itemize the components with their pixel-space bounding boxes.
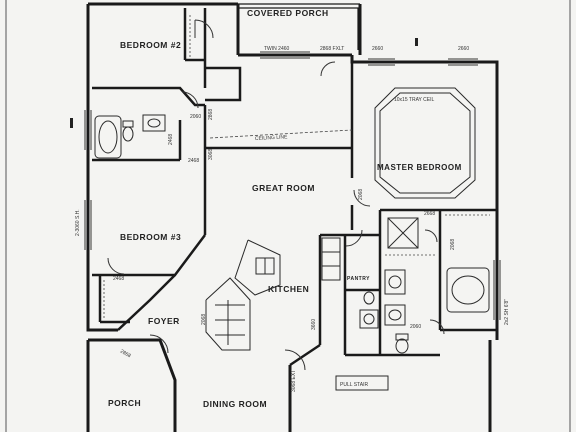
- dimension-notes: TWIN 2460 2868 FXLT 2660 2660 2060 2868 …: [75, 46, 510, 392]
- ceiling-line: [209, 129, 353, 139]
- dimension-note: 2068: [450, 239, 456, 250]
- master-bedroom-label: MASTER BEDROOM: [377, 163, 462, 172]
- dining-room-label: DINING ROOM: [203, 399, 267, 409]
- great-room-label: GREAT ROOM: [252, 183, 315, 193]
- windows: [84, 51, 501, 320]
- dimension-note: 2468: [168, 134, 174, 145]
- dimension-note: 2-3060 S.H.: [75, 209, 81, 236]
- covered-porch-outline: [238, 3, 360, 50]
- covered-porch-label: COVERED PORCH: [247, 8, 329, 18]
- pantry-label: PANTRY: [347, 276, 370, 282]
- sinks: [142, 114, 406, 329]
- porch-label: PORCH: [108, 398, 141, 408]
- toilet-hall: [122, 120, 134, 142]
- toilet-half: [363, 291, 375, 305]
- attic-pull-stair: [335, 375, 389, 391]
- dimension-note: 2668: [424, 211, 435, 217]
- bathtub-hall: [94, 115, 122, 159]
- dimension-note: 3660: [311, 319, 317, 330]
- kitchen-label: KITCHEN: [268, 284, 309, 294]
- dimension-note: 2068: [201, 314, 207, 325]
- dimension-note: 2068: [358, 189, 364, 200]
- dimension-note: 2060: [410, 324, 421, 330]
- dimension-note: 2868: [119, 349, 132, 360]
- dimension-note: 2660: [372, 46, 383, 52]
- dimension-note: TWIN 2460: [264, 46, 290, 52]
- closet-shelves: [103, 15, 490, 318]
- ceiling-line-note: CEILING LINE: [255, 134, 288, 142]
- bedroom3-label: BEDROOM #3: [120, 232, 181, 242]
- dimension-note: 2468: [113, 276, 124, 282]
- interior-walls: [92, 8, 497, 367]
- dimension-note: 2x2 SH 6'8": [504, 299, 510, 325]
- foyer-label: FOYER: [148, 316, 180, 326]
- exterior-walls: [86, 2, 499, 432]
- kitchen-counters: [205, 237, 341, 351]
- dimension-note: 2868 FXLT: [320, 46, 344, 52]
- dimension-note: 3068 EXT: [291, 370, 297, 392]
- dimension-note: 3068: [208, 149, 214, 160]
- pull-stair-note: PULL STAIR: [340, 382, 368, 388]
- dimension-note: 2868: [208, 109, 214, 120]
- bathtub-master: [446, 267, 490, 313]
- column-marks: [70, 38, 418, 128]
- dimension-note: 2660: [458, 46, 469, 52]
- tray-ceiling-outline: [374, 87, 476, 199]
- dimension-note: 2060: [190, 114, 201, 120]
- shower-master: [387, 217, 419, 249]
- door-swings: [107, 19, 445, 371]
- dimension-note: 2468: [188, 158, 199, 164]
- bedroom2-label: BEDROOM #2: [120, 40, 181, 50]
- toilet-master: [395, 333, 409, 354]
- tray-ceiling-note: 10x15 TRAY CEIL: [394, 97, 435, 103]
